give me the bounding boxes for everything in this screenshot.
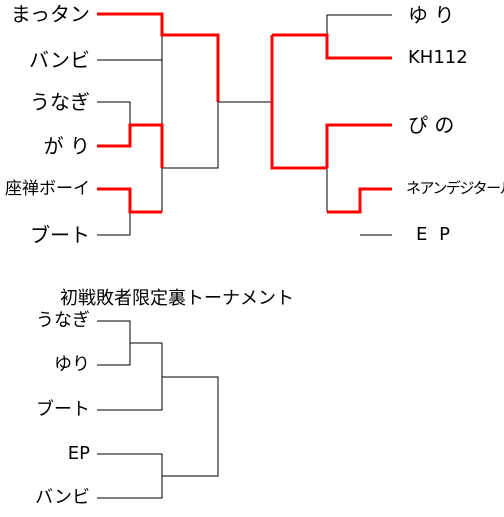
entry-right-5: E P xyxy=(416,224,450,245)
entry-right-1: ゆ り xyxy=(408,3,455,27)
entry-left-5: 座禅ボーイ xyxy=(5,179,90,199)
sub-entry-2: ゆり xyxy=(54,354,90,375)
black-bracket-lines xyxy=(97,14,392,499)
sub-entry-1: うなぎ xyxy=(36,310,90,331)
entry-left-1: まっタン xyxy=(10,2,90,26)
sub-entry-4: EP xyxy=(67,443,90,464)
entry-left-3: うなぎ xyxy=(30,90,90,114)
entry-left-6: ブート xyxy=(30,223,90,247)
entry-right-3: ぴ の xyxy=(408,113,455,137)
entry-left-2: バンビ xyxy=(29,48,90,72)
sub-bracket-title: 初戦敗者限定裏トーナメント xyxy=(60,288,294,309)
entry-left-4: が り xyxy=(43,134,90,158)
sub-entry-3: ブート xyxy=(36,399,90,420)
entry-right-2: KH112 xyxy=(408,47,468,68)
entry-right-4: ネアンデジタール xyxy=(406,179,504,197)
sub-entry-5: バンビ xyxy=(35,487,90,508)
red-winner-lines xyxy=(97,12,392,214)
